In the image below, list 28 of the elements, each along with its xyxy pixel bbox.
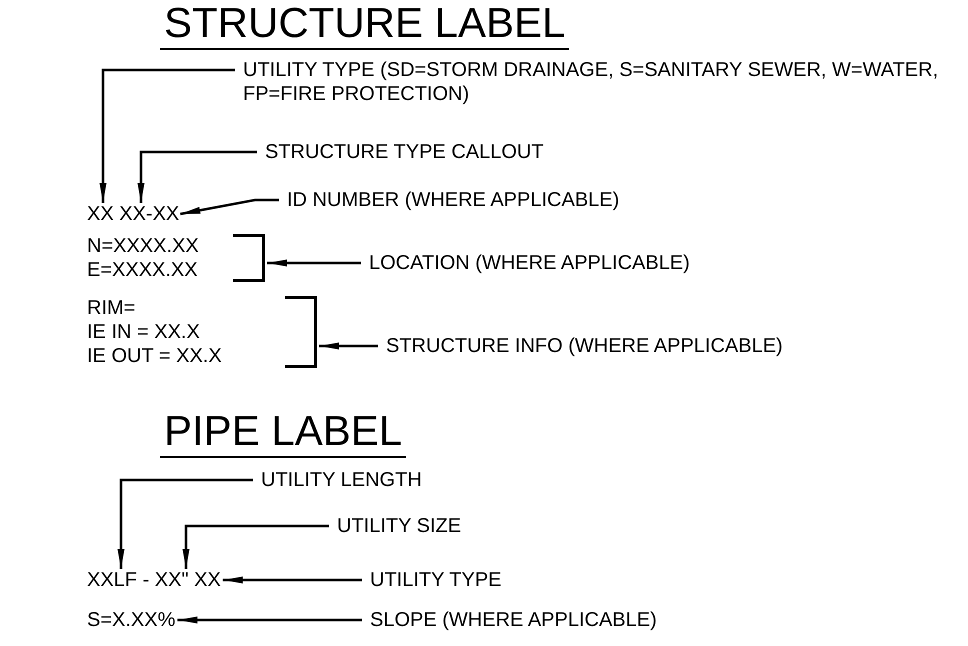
leader-arrow — [267, 260, 361, 266]
callout-text: UTILITY SIZE — [337, 514, 462, 538]
leader-arrow — [177, 616, 362, 624]
leader-arrow — [138, 150, 257, 203]
section-heading: STRUCTURE LABEL — [160, 0, 570, 50]
sample-label: XX XX-XX — [87, 202, 180, 226]
leader-arrow — [222, 576, 362, 584]
callout-text: SLOPE (WHERE APPLICABLE) — [370, 608, 657, 632]
sample-label-line: IE IN = XX.X — [87, 320, 200, 344]
callout-text: ID NUMBER (WHERE APPLICABLE) — [287, 188, 620, 212]
callout-text: UTILITY TYPE (SD=STORM DRAINAGE, S=SANITARY SEWER, W=WATER, FP=FIRE PROTECTION) — [243, 58, 968, 106]
leader-arrow — [319, 342, 378, 350]
sample-label: XXLF - XX" XX — [87, 568, 221, 592]
leader-arrow — [180, 198, 279, 216]
sample-label-line: E=XXXX.XX — [87, 258, 198, 282]
leader-arrow — [100, 68, 235, 203]
callout-text: UTILITY LENGTH — [261, 468, 422, 492]
callout-text: STRUCTURE INFO (WHERE APPLICABLE) — [386, 334, 783, 358]
leader-arrow — [182, 524, 329, 569]
sample-label-line: RIM= — [87, 296, 136, 320]
callout-text: UTILITY TYPE — [370, 568, 502, 592]
leader-arrow — [118, 478, 253, 569]
callout-text: STRUCTURE TYPE CALLOUT — [265, 140, 544, 164]
callout-text: LOCATION (WHERE APPLICABLE) — [369, 251, 690, 275]
section-heading: PIPE LABEL — [160, 408, 406, 458]
sample-label-line: IE OUT = XX.X — [87, 344, 222, 368]
sample-label-line: N=XXXX.XX — [87, 234, 199, 258]
sample-label: S=X.XX% — [87, 608, 176, 632]
